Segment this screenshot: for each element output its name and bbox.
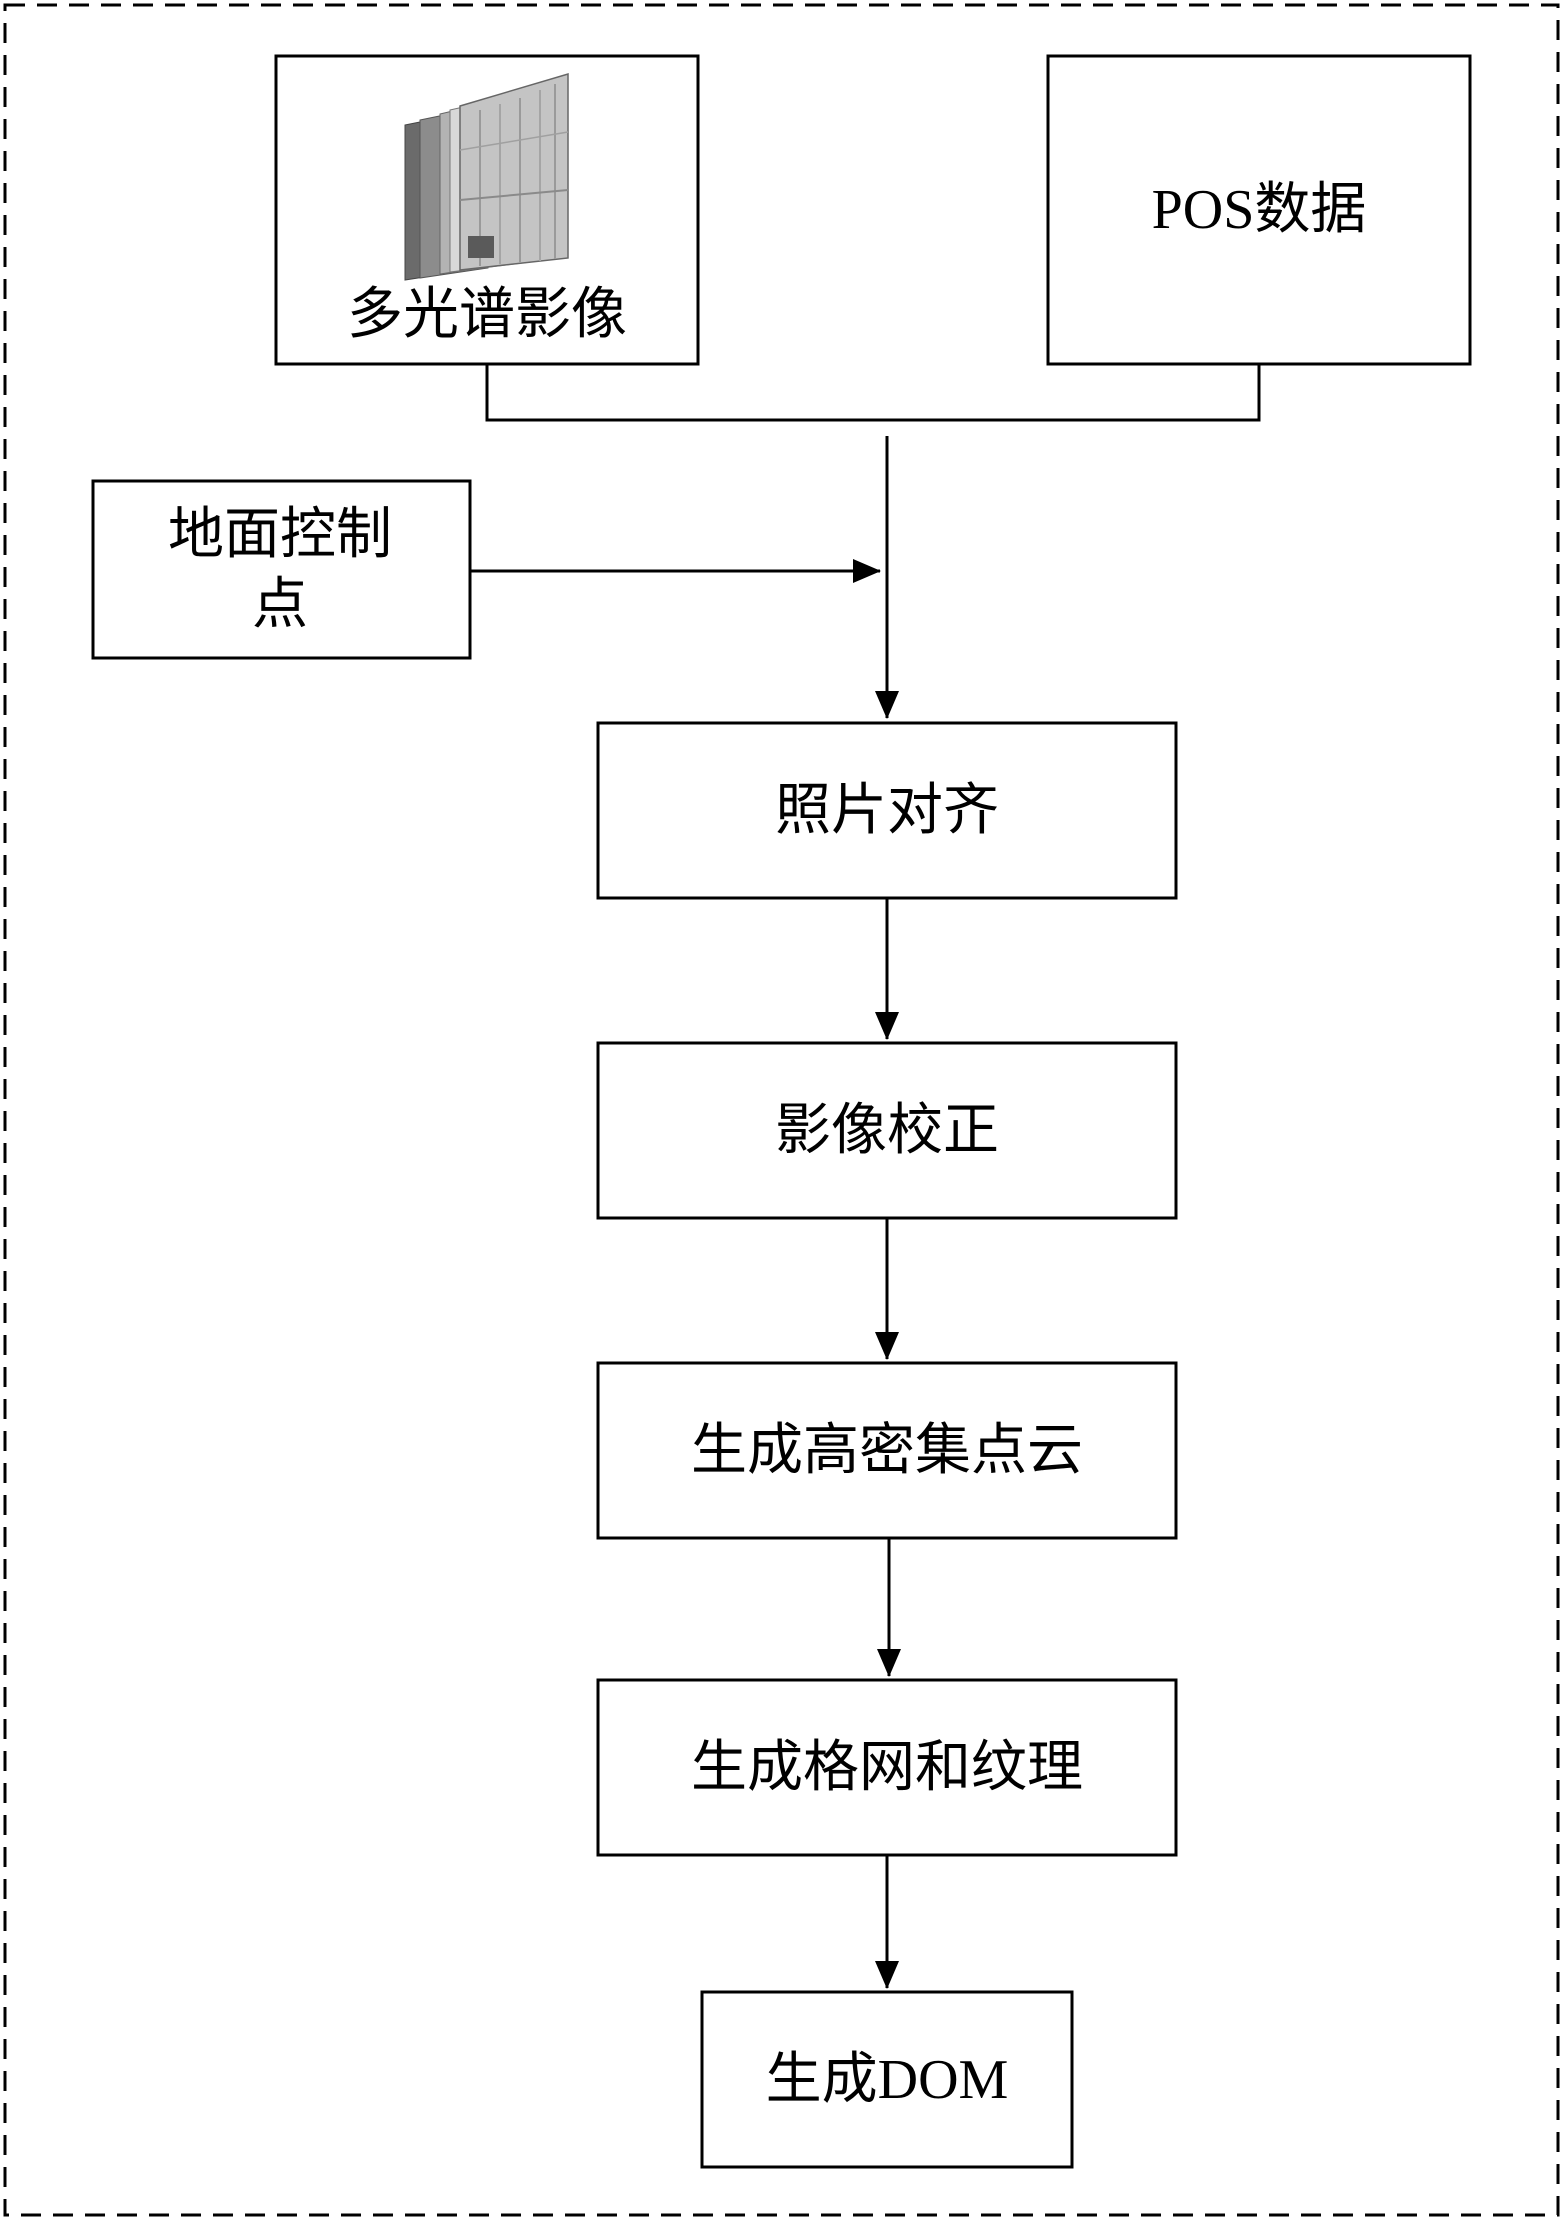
- step-box-dense-point-cloud: [596, 1361, 1178, 1540]
- ground-control-points-label: 地面控制 点: [168, 503, 392, 636]
- step-label-image-correction: 影像校正: [775, 1099, 999, 1162]
- multispectral-image-stack: [404, 72, 569, 281]
- step-box-photo-alignment: [596, 721, 1178, 900]
- pos-data-box: [1046, 54, 1472, 366]
- ground-control-points-box: [91, 479, 472, 660]
- step-label-mesh-texture: 生成格网和纹理: [691, 1736, 1083, 1799]
- step-label-generate-dom: 生成DOM: [765, 2048, 1009, 2111]
- outer-dashed-border: [3, 3, 1560, 2217]
- pos-data-label: POS数据: [1151, 179, 1367, 241]
- multispectral-images-label: 多光谱影像: [347, 284, 627, 346]
- join-connector: [485, 364, 1261, 422]
- step-label-dense-point-cloud: 生成高密集点云: [691, 1419, 1083, 1482]
- step-box-generate-dom: [700, 1990, 1074, 2169]
- step-box-image-correction: [596, 1041, 1178, 1220]
- step-label-photo-alignment: 照片对齐: [775, 779, 999, 842]
- step-box-mesh-texture: [596, 1678, 1178, 1857]
